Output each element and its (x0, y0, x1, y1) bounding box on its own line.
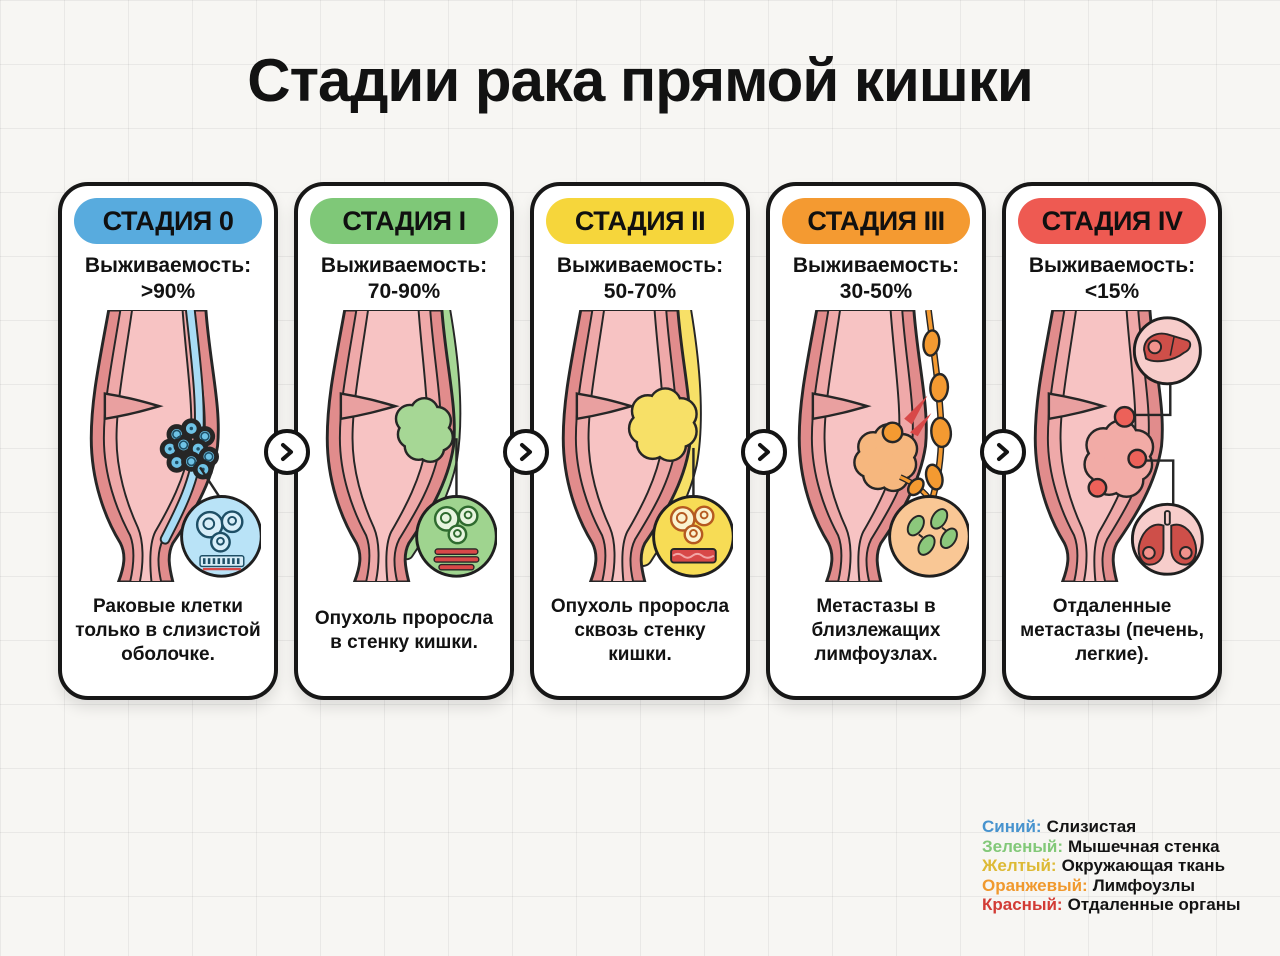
legend-row-surrounding-tissue: Желтый:Окружающая ткань (982, 856, 1241, 876)
tumor (627, 387, 698, 463)
stage-3-description: Метастазы в близлежащих лимфоузлах. (811, 595, 941, 666)
inflamed-streaks (904, 395, 932, 437)
muscle-stripes (433, 548, 480, 571)
survival-value: 70-90% (367, 280, 441, 304)
tumor-cells (159, 418, 219, 480)
legend-key: Оранжевый: (982, 875, 1088, 895)
liver-icon (1132, 316, 1202, 386)
survival-value: 30-50% (839, 280, 913, 304)
legend-value: Лимфоузлы (1092, 875, 1196, 895)
stage-0-description: Раковые клетки только в слизистой оболоч… (75, 595, 261, 666)
stage-2-badge: СТАДИЯ II (546, 198, 734, 244)
stage-1-card: СТАДИЯ I Выживаемость: 70-90% (294, 182, 514, 700)
rectal-wall (325, 310, 456, 583)
chevron-right-icon (997, 443, 1009, 461)
lungs-icon (1130, 502, 1204, 576)
stage-0-badge: СТАДИЯ 0 (74, 198, 262, 244)
stage-transition-arrow-4 (980, 429, 1026, 475)
stage-4-illustration (1033, 310, 1204, 583)
survival-label: Выживаемость: (556, 254, 724, 277)
stage-1-badge: СТАДИЯ I (310, 198, 498, 244)
stage-0-card: СТАДИЯ 0 Выживаемость: >90% (58, 182, 278, 700)
stage-transition-arrow-1 (264, 429, 310, 475)
breached-wall-band (670, 548, 717, 564)
legend-row-distant-organs: Красный:Отдаленные органы (982, 895, 1241, 915)
stage-3-badge: СТАДИЯ III (782, 198, 970, 244)
tumor (394, 397, 455, 464)
legend-value: Слизистая (1046, 817, 1137, 836)
stage-3-card: СТАДИЯ III Выживаемость: 30-50% (766, 182, 986, 700)
survival-value: 50-70% (603, 280, 677, 304)
legend-key: Синий: (982, 817, 1042, 836)
stage-0-survival: Выживаемость: >90% (85, 253, 251, 305)
illegible-micro-label (199, 555, 245, 571)
page-title: Стадии рака прямой кишки (247, 47, 1033, 114)
callout-line-lungs (1144, 459, 1175, 506)
callout-line-liver (1132, 384, 1172, 417)
tumor (853, 421, 919, 493)
stage-2-card: СТАДИЯ II Выживаемость: 50-70% (530, 182, 750, 700)
stage-1-description: Опухоль проросла в стенку кишки. (314, 607, 494, 654)
rectal-wall (89, 310, 220, 583)
legend-value: Мышечная стенка (1068, 836, 1220, 856)
survival-label: Выживаемость: (792, 254, 960, 277)
legend-row-muscle-wall: Зеленый:Мышечная стенка (982, 837, 1241, 857)
stage-0-illustration (89, 310, 261, 583)
magnifier-through-wall (652, 495, 733, 578)
survival-value: >90% (140, 280, 196, 304)
stage-4-badge: СТАДИЯ IV (1018, 198, 1206, 244)
magnifier-mucosa-cells (180, 495, 261, 578)
legend-key: Желтый: (982, 856, 1057, 875)
chevron-right-icon (520, 443, 532, 461)
legend-key: Красный: (982, 895, 1063, 914)
magnifier-muscle-wall (415, 495, 497, 578)
stage-2-survival: Выживаемость: 50-70% (557, 253, 723, 305)
stage-4-card: СТАДИЯ IV Выживаемость: <15% (1002, 182, 1222, 700)
stage-2-illustration (561, 310, 733, 583)
stage-transition-arrow-3 (741, 429, 787, 475)
stage-4-description: Отдаленные метастазы (печень, легкие). (1020, 595, 1204, 666)
chevron-right-icon (758, 443, 770, 461)
legend-row-mucosa: Синий:Слизистая (982, 817, 1241, 837)
legend-row-lymph-nodes: Оранжевый:Лимфоузлы (982, 876, 1241, 896)
chevron-right-icon (281, 443, 293, 461)
legend-key: Зеленый: (982, 836, 1064, 856)
stage-3-survival: Выживаемость: 30-50% (793, 253, 959, 305)
magnifier-lymph-nodes (888, 495, 969, 578)
survival-label: Выживаемость: (84, 254, 252, 277)
stage-3-illustration (797, 310, 969, 583)
callout-line (199, 466, 222, 500)
stage-1-illustration (325, 310, 497, 583)
stage-cards-row: СТАДИЯ 0 Выживаемость: >90% (58, 182, 1222, 700)
stage-1-survival: Выживаемость: 70-90% (321, 253, 487, 305)
survival-label: Выживаемость: (1028, 254, 1196, 277)
stage-4-survival: Выживаемость: <15% (1029, 253, 1195, 305)
legend-value: Отдаленные органы (1067, 895, 1241, 914)
survival-label: Выживаемость: (320, 254, 488, 277)
color-legend: Синий:Слизистая Зеленый:Мышечная стенка … (982, 817, 1241, 915)
survival-value: <15% (1084, 280, 1140, 304)
legend-value: Окружающая ткань (1061, 856, 1226, 875)
stage-transition-arrow-2 (503, 429, 549, 475)
metastatic-nodules (1087, 405, 1148, 498)
stage-2-description: Опухоль проросла сквозь стенку кишки. (550, 595, 730, 666)
